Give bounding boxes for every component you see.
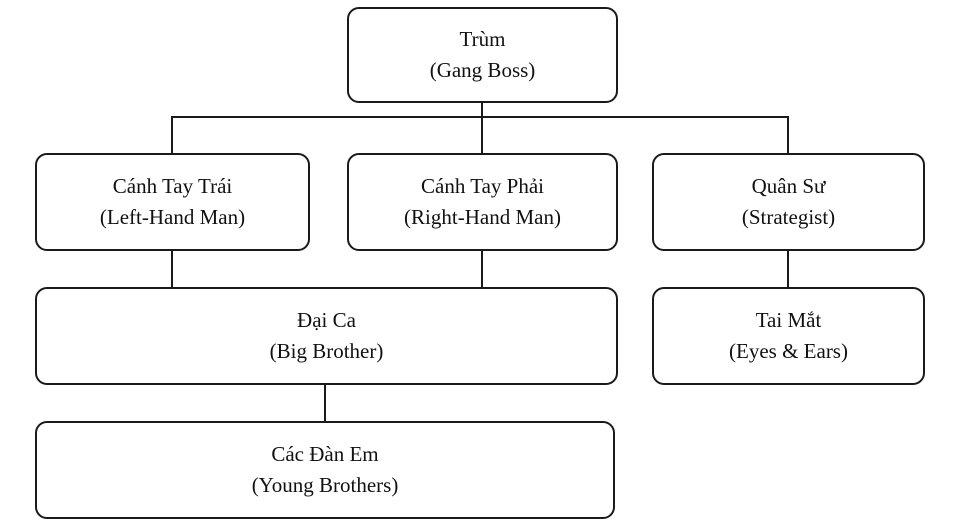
node-title: Tai Mắt xyxy=(755,308,822,332)
node-gang-boss: Trùm (Gang Boss) xyxy=(347,7,618,103)
node-title: Cánh Tay Phải xyxy=(421,174,544,198)
node-subtitle: (Big Brother) xyxy=(269,339,384,363)
node-subtitle: (Left-Hand Man) xyxy=(99,205,246,229)
connector-big-brother-to-young-brothers xyxy=(324,385,326,421)
node-title: Đại Ca xyxy=(297,308,356,332)
connector-strategist-to-eyes-ears xyxy=(787,251,789,287)
node-title: Cánh Tay Trái xyxy=(112,174,233,198)
node-title: Quân Sư xyxy=(751,174,826,198)
node-strategist: Quân Sư (Strategist) xyxy=(652,153,925,251)
node-title: Các Đàn Em xyxy=(271,442,379,466)
node-right-hand-man: Cánh Tay Phải (Right-Hand Man) xyxy=(347,153,618,251)
node-big-brother: Đại Ca (Big Brother) xyxy=(35,287,618,385)
node-subtitle: (Eyes & Ears) xyxy=(729,339,848,363)
connector-to-left-hand-man xyxy=(171,116,173,153)
connector-horizontal-bus xyxy=(171,116,789,118)
node-subtitle: (Young Brothers) xyxy=(251,473,399,497)
node-left-hand-man: Cánh Tay Trái (Left-Hand Man) xyxy=(35,153,310,251)
connector-right-hand-to-big-brother xyxy=(481,251,483,287)
node-subtitle: (Strategist) xyxy=(741,205,836,229)
node-eyes-and-ears: Tai Mắt (Eyes & Ears) xyxy=(652,287,925,385)
node-title: Trùm xyxy=(459,27,506,51)
connector-left-hand-to-big-brother xyxy=(171,251,173,287)
node-subtitle: (Right-Hand Man) xyxy=(404,205,561,229)
node-young-brothers: Các Đàn Em (Young Brothers) xyxy=(35,421,615,519)
node-subtitle: (Gang Boss) xyxy=(429,58,536,82)
connector-to-strategist xyxy=(787,116,789,153)
connector-trum-down xyxy=(481,103,483,153)
